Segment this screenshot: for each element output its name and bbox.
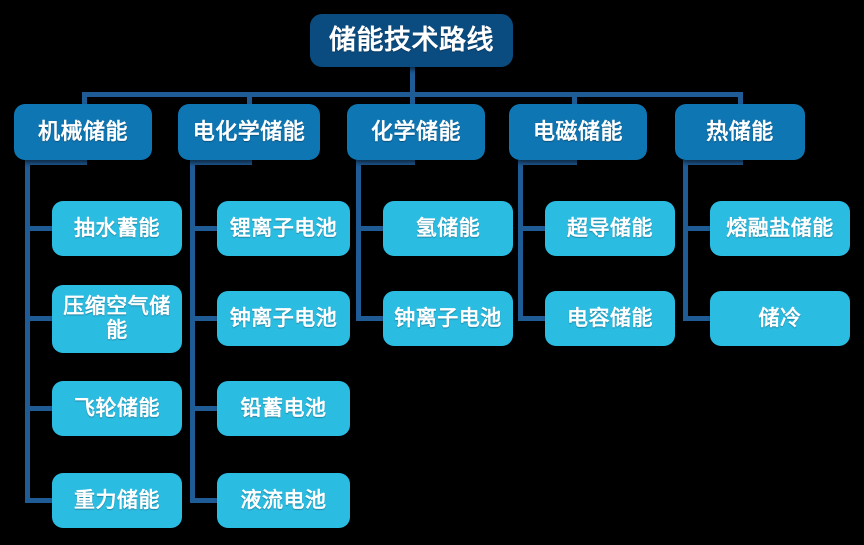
node-leaf-gravity[interactable]: 重力储能	[52, 473, 182, 528]
connector-stub-2-3	[190, 406, 219, 411]
connector-drop-branch-1	[82, 92, 87, 111]
connector-stub-2-2	[190, 316, 219, 321]
node-branch-electrochemical[interactable]: 电化学储能	[178, 104, 320, 160]
connector-stub-3-2	[356, 316, 385, 321]
connector-stub-2-4	[190, 498, 219, 503]
connector-drop-branch-4	[572, 92, 577, 111]
node-leaf-molten-salt-storage[interactable]: 熔融盐储能	[710, 201, 850, 256]
node-leaf-lithium-ion-battery[interactable]: 锂离子电池	[217, 201, 350, 256]
connector-elbow-branch-1	[25, 160, 87, 165]
connector-stub-3-1	[356, 226, 385, 231]
node-leaf-lead-acid-battery[interactable]: 铅蓄电池	[217, 381, 350, 436]
node-leaf-hydrogen-storage[interactable]: 氢储能	[383, 201, 513, 256]
connector-stub-1-1	[25, 226, 54, 231]
node-leaf-flow-battery[interactable]: 液流电池	[217, 473, 350, 528]
connector-trunk-branch-3	[356, 160, 361, 321]
node-branch-mechanical[interactable]: 机械储能	[14, 104, 152, 160]
connector-trunk-branch-4	[518, 160, 523, 321]
connector-elbow-branch-5	[683, 160, 743, 165]
node-leaf-cold-storage[interactable]: 储冷	[710, 291, 850, 346]
node-leaf-sodium-ion-battery[interactable]: 钟离子电池	[217, 291, 350, 346]
node-leaf-sodium-ion-battery-chem[interactable]: 钟离子电池	[383, 291, 513, 346]
connector-stub-5-2	[683, 316, 712, 321]
connector-elbow-branch-3	[356, 160, 415, 165]
connector-elbow-branch-2	[190, 160, 252, 165]
node-branch-thermal[interactable]: 热储能	[675, 104, 805, 160]
connector-trunk-branch-1	[25, 160, 30, 503]
node-leaf-superconducting-storage[interactable]: 超导储能	[545, 201, 675, 256]
connector-stub-1-2	[25, 316, 54, 321]
connector-stub-4-1	[518, 226, 547, 231]
node-branch-chemical[interactable]: 化学储能	[347, 104, 485, 160]
connector-stub-5-1	[683, 226, 712, 231]
connector-stub-4-2	[518, 316, 547, 321]
node-leaf-flywheel[interactable]: 飞轮储能	[52, 381, 182, 436]
connector-trunk-branch-2	[190, 160, 195, 503]
node-leaf-pumped-hydro[interactable]: 抽水蓄能	[52, 201, 182, 256]
node-leaf-capacitor-storage[interactable]: 电容储能	[545, 291, 675, 346]
connector-drop-branch-3	[410, 92, 415, 111]
connector-drop-branch-2	[247, 92, 252, 111]
connector-trunk-branch-5	[683, 160, 688, 321]
connector-drop-branch-5	[738, 92, 743, 111]
connector-stub-2-1	[190, 226, 219, 231]
connector-root-stem	[410, 66, 415, 95]
connector-stub-1-4	[25, 498, 54, 503]
connector-elbow-branch-4	[518, 160, 577, 165]
node-leaf-compressed-air[interactable]: 压缩空气储能	[52, 285, 182, 353]
node-branch-electromagnetic[interactable]: 电磁储能	[509, 104, 647, 160]
node-root[interactable]: 储能技术路线	[310, 14, 513, 67]
connector-stub-1-3	[25, 406, 54, 411]
